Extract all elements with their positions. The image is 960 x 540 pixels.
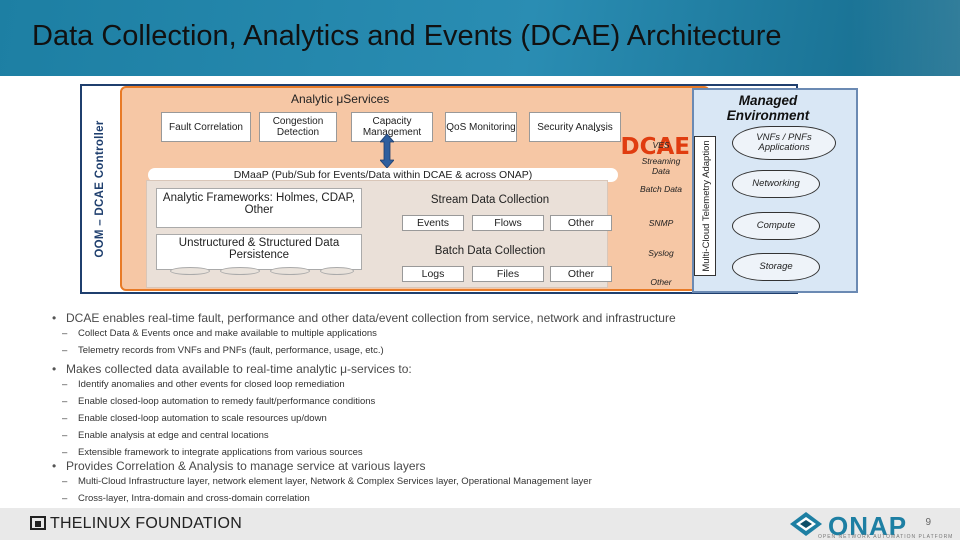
- storage-disk-icon: [170, 267, 210, 275]
- onap-wordmark: ONAP: [828, 511, 908, 540]
- data-persistence-box: Unstructured & Structured Data Persisten…: [156, 234, 362, 270]
- input-streaming-label: Streaming Data: [641, 156, 681, 176]
- bidirectional-arrow-icon: [380, 134, 394, 168]
- cloud-label: Storage: [759, 261, 793, 272]
- linux-foundation-mark-icon: [30, 516, 46, 530]
- oom-controller-label: OOM – DCAE Controller: [94, 120, 106, 258]
- analytic-services: Analytic μServices Fault Correlation Con…: [155, 92, 625, 142]
- architecture-diagram: OOM – DCAE Controller Analytic μServices…: [80, 84, 870, 296]
- storage-disk-icon: [220, 267, 260, 275]
- cloud-label: Networking: [752, 178, 800, 189]
- sub-bullet-item: Identify anomalies and other events for …: [52, 379, 922, 396]
- data-persistence-label: Unstructured & Structured Data Persisten…: [178, 237, 340, 261]
- sub-bullet-item: Telemetry records from VNFs and PNFs (fa…: [52, 345, 922, 362]
- onap-logo-icon: [790, 512, 822, 536]
- service-label: Fault Correlation: [169, 121, 243, 133]
- service-capacity-management: Capacity Management: [351, 112, 433, 142]
- analytic-frameworks-label: Analytic Frameworks: Holmes, CDAP, Other: [162, 192, 356, 216]
- stream-collection-title: Stream Data Collection: [430, 194, 550, 206]
- cloud-label: VNFs / PNFs Applications: [756, 132, 812, 153]
- service-label: QoS Monitoring: [446, 121, 516, 133]
- page-number: 9: [925, 517, 931, 528]
- analytic-frameworks-box: Analytic Frameworks: Holmes, CDAP, Other: [156, 188, 362, 228]
- header-bar: [0, 0, 960, 76]
- service-qos-monitoring: QoS Monitoring: [445, 112, 517, 142]
- batch-chip-logs: Logs: [402, 266, 464, 282]
- input-other-label: Other: [650, 277, 672, 287]
- stream-chip-flows: Flows: [472, 215, 544, 231]
- batch-chip-other: Other: [550, 266, 612, 282]
- storage-disk-icon: [320, 267, 354, 275]
- service-label: Security Analysis: [537, 121, 613, 133]
- linux-foundation-logo: THELINUX FOUNDATION: [30, 515, 242, 533]
- multicloud-adapter-box: [694, 136, 716, 276]
- more-services-ellipsis: …: [592, 118, 608, 134]
- linux-foundation-wordmark: THELINUX FOUNDATION: [50, 515, 242, 532]
- cloud-storage: Storage: [732, 253, 820, 281]
- dcae-label: DCAE: [620, 134, 690, 160]
- multicloud-adapter-label: Multi-Cloud Telemetry Adaption: [701, 140, 712, 272]
- input-syslog-label: Syslog: [648, 248, 674, 258]
- sub-bullet-item: Extensible framework to integrate applic…: [52, 447, 922, 459]
- sub-bullet-item: Enable closed-loop automation to scale r…: [52, 413, 922, 430]
- page-title: Data Collection, Analytics and Events (D…: [32, 20, 782, 52]
- sub-bullet-item: Collect Data & Events once and make avai…: [52, 328, 922, 345]
- input-ves-label: VES: [652, 140, 670, 150]
- bullet-item: Makes collected data available to real-t…: [52, 362, 922, 379]
- storage-disk-icon: [270, 267, 310, 275]
- cloud-vnfs: VNFs / PNFs Applications: [732, 126, 836, 160]
- dmaap-bus: DMaaP (Pub/Sub for Events/Data within DC…: [148, 168, 618, 182]
- sub-bullet-item: Enable analysis at edge and central loca…: [52, 430, 922, 447]
- stream-chip-other: Other: [550, 215, 612, 231]
- bullet-list: DCAE enables real-time fault, performanc…: [52, 311, 922, 510]
- sub-bullet-item: Multi-Cloud Infrastructure layer, networ…: [52, 476, 922, 493]
- analytic-services-title: Analytic μServices: [291, 92, 390, 106]
- cloud-networking: Networking: [732, 170, 820, 198]
- header-accent: [850, 0, 960, 76]
- service-label: Congestion Detection: [272, 116, 324, 138]
- cloud-label: Compute: [756, 220, 796, 231]
- bullet-item: Provides Correlation & Analysis to manag…: [52, 459, 922, 476]
- service-security-analysis: Security Analysis: [529, 112, 621, 142]
- onap-tagline: OPEN NETWORK AUTOMATION PLATFORM: [818, 534, 954, 540]
- input-batch-label: Batch Data: [639, 184, 683, 194]
- sub-bullet-item: Cross-layer, Intra-domain and cross-doma…: [52, 493, 922, 510]
- managed-environment-title: Managed Environment: [726, 93, 810, 123]
- service-label: Capacity Management: [362, 116, 422, 138]
- bullet-item: DCAE enables real-time fault, performanc…: [52, 311, 922, 328]
- cloud-compute: Compute: [732, 212, 820, 240]
- service-congestion-detection: Congestion Detection: [259, 112, 337, 142]
- batch-chip-files: Files: [472, 266, 544, 282]
- input-snmp-label: SNMP: [648, 218, 674, 228]
- service-fault-correlation: Fault Correlation: [161, 112, 251, 142]
- batch-collection-title: Batch Data Collection: [434, 245, 546, 257]
- sub-bullet-item: Enable closed-loop automation to remedy …: [52, 396, 922, 413]
- stream-chip-events: Events: [402, 215, 464, 231]
